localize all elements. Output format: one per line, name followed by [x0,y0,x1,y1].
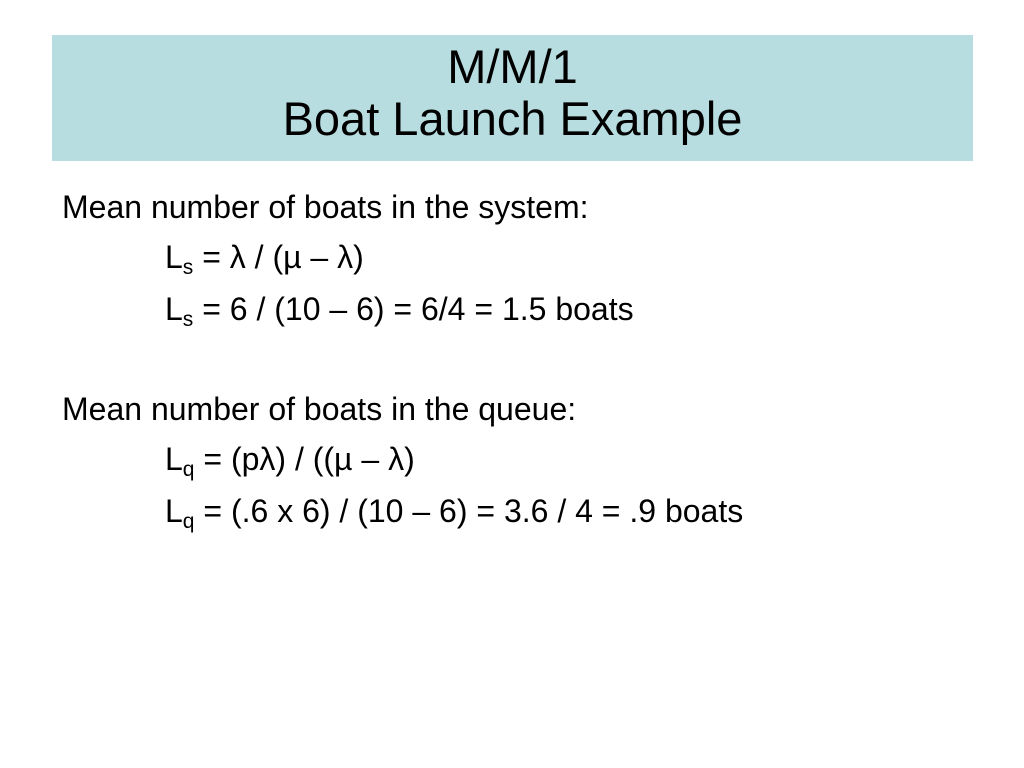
formula-expression: = 6 / (10 – 6) = 6/4 = 1.5 boats [193,291,634,327]
formula-subscript: q [182,510,195,533]
queue-formula: Lq = (pλ) / ((µ – λ) [62,433,1002,485]
formula-subscript: s [182,308,194,331]
formula-expression: = (pλ) / ((µ – λ) [194,441,415,477]
queue-calculation: Lq = (.6 x 6) / (10 – 6) = 3.6 / 4 = .9 … [62,485,1002,537]
queue-heading: Mean number of boats in the queue: [62,391,577,427]
slide-title-line-1: M/M/1 [447,40,578,93]
system-heading: Mean number of boats in the system: [62,189,589,225]
system-formula: Ls = λ / (µ – λ) [62,231,1002,283]
formula-symbol: L [165,493,183,529]
formula-expression: = λ / (µ – λ) [193,239,364,275]
slide-title-line-2: Boat Launch Example [282,92,743,145]
spacer [62,335,1002,385]
title-band: M/M/1 Boat Launch Example [52,35,973,161]
formula-symbol: L [165,239,183,275]
slide-body: Mean number of boats in the system: Ls =… [62,183,1002,537]
formula-symbol: L [165,441,183,477]
formula-expression: = (.6 x 6) / (10 – 6) = 3.6 / 4 = .9 boa… [194,493,744,529]
formula-symbol: L [165,291,183,327]
formula-subscript: s [182,256,194,279]
system-calculation: Ls = 6 / (10 – 6) = 6/4 = 1.5 boats [62,283,1002,335]
formula-subscript: q [182,458,195,481]
